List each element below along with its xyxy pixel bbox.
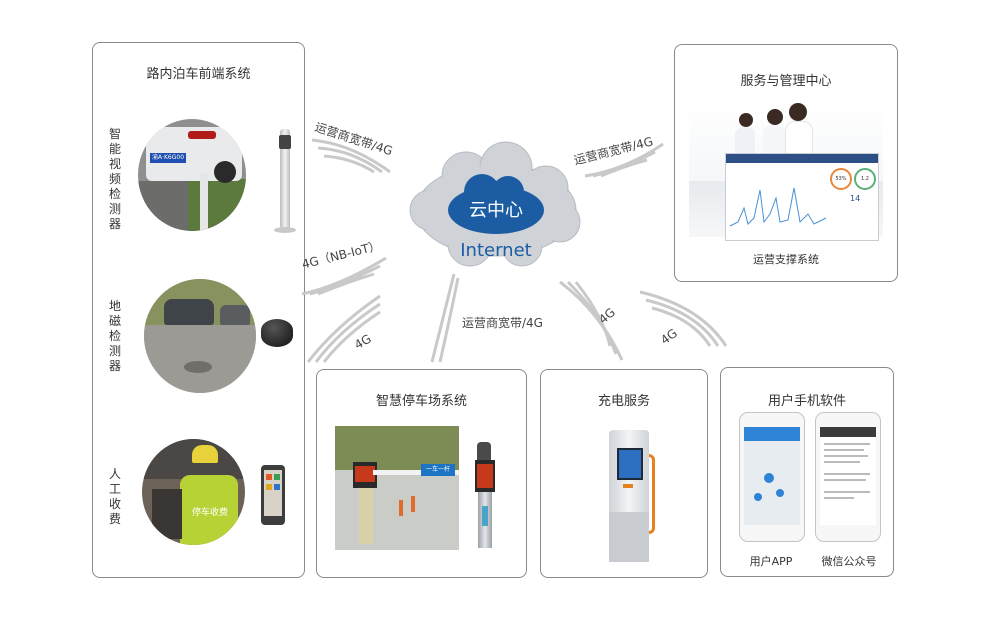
mobile-title: 用户手机软件 <box>767 394 846 409</box>
service-panel: 服务与管理中心 53% 1.2 14 运营支撑系统 <box>674 44 898 282</box>
wave-nbiot <box>301 256 387 296</box>
video-detector-device <box>280 129 290 229</box>
wechat-phone <box>815 412 881 542</box>
link-label-center: 运营商宽带/4G <box>462 316 543 330</box>
wave-right-4g <box>639 290 728 347</box>
charging-panel: 充电服务 <box>540 369 708 578</box>
geomagnetic-label: 地磁检测器 <box>108 299 121 373</box>
video-detector-label: 智能视频检测器 <box>108 127 121 231</box>
cloud-center-label: 云中心 <box>469 200 523 221</box>
user-app-phone <box>739 412 805 542</box>
roadside-title: 路内泊车前端系统 <box>146 67 251 82</box>
dashboard-line-chart <box>729 187 827 227</box>
kpi-ring-1: 53% <box>830 168 852 190</box>
service-caption: 运营支撑系统 <box>753 253 819 266</box>
wave-top-left <box>311 138 391 174</box>
cloud-diagram <box>409 141 581 267</box>
parking-gate-photo: 一车一杆 <box>335 426 459 550</box>
parking-kiosk <box>475 442 495 548</box>
parking-title: 智慧停车场系统 <box>375 394 467 409</box>
handheld-terminal <box>261 465 285 525</box>
geomagnetic-sensor <box>261 319 293 347</box>
charging-pile <box>609 430 655 562</box>
wechat-label: 微信公众号 <box>821 555 877 568</box>
kpi-value: 14 <box>850 194 861 203</box>
license-plate: 渝A·K6G00 <box>150 153 186 163</box>
mobile-panel: 用户手机软件 用户APP 微信公众号 <box>720 367 894 577</box>
manual-charging-label: 人工收费 <box>108 467 121 526</box>
wave-center <box>430 273 460 363</box>
service-title: 服务与管理中心 <box>740 74 832 89</box>
manual-charging-photo: 停车收费 <box>142 439 245 545</box>
charging-title: 充电服务 <box>597 394 650 409</box>
wave-left-4g <box>306 294 381 363</box>
vest-text: 停车收费 <box>191 508 228 518</box>
wave-top-right <box>584 142 664 178</box>
roadside-panel: 路内泊车前端系统 智能视频检测器 渝A·K6G00 地磁检测器 人工收费 停车收… <box>92 42 305 578</box>
parking-panel: 智慧停车场系统 一车一杆 <box>316 369 527 578</box>
kpi-ring-2: 1.2 <box>854 168 876 190</box>
internet-label: Internet <box>460 240 532 261</box>
barrier-sign: 一车一杆 <box>421 464 455 476</box>
geomagnetic-photo <box>144 279 256 393</box>
wave-mid-4g <box>559 280 624 361</box>
dashboard-screen: 53% 1.2 14 <box>725 153 879 241</box>
user-app-label: 用户APP <box>749 555 793 568</box>
video-detector-photo: 渝A·K6G00 <box>138 119 246 231</box>
